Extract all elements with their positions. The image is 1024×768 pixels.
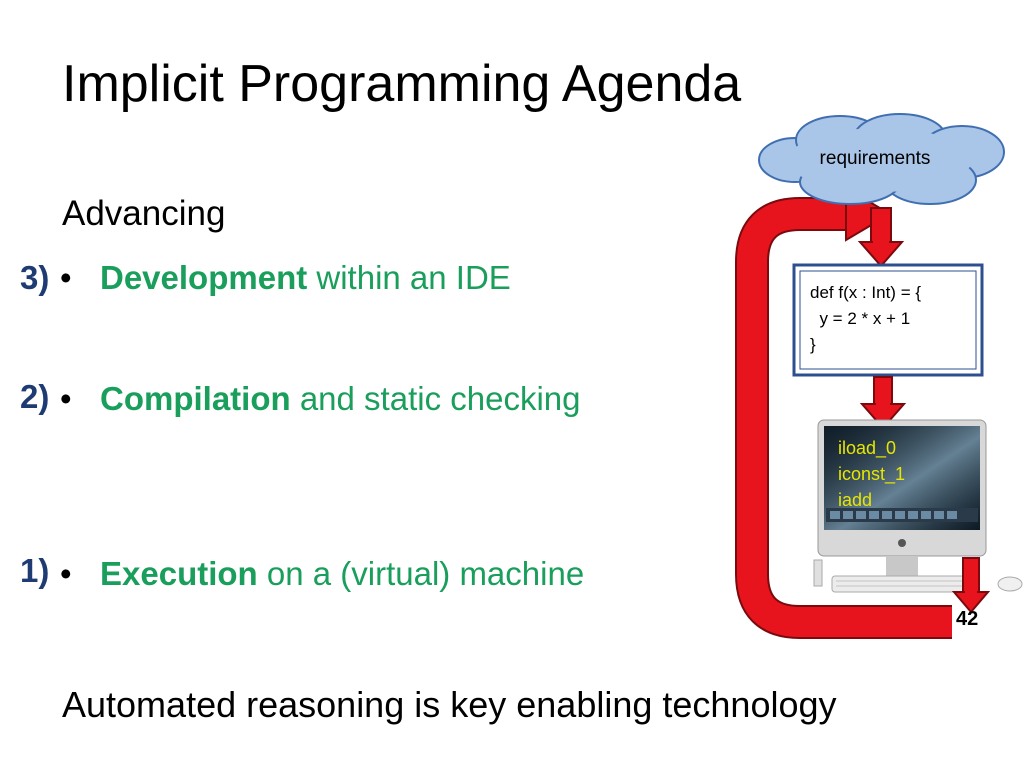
bullet-text: within an IDE [307, 259, 511, 296]
bytecode-line: iadd [838, 490, 873, 510]
bullet-text: on a (virtual) machine [257, 555, 585, 592]
requirements-label: requirements [819, 148, 931, 169]
bullet-keyword: Execution [100, 555, 258, 592]
footer-statement: Automated reasoning is key enabling tech… [62, 684, 837, 725]
subheading: Advancing [62, 194, 226, 233]
bytecode-line: iconst_1 [838, 464, 906, 484]
bullet-text: and static checking [290, 380, 581, 417]
down-arrow [951, 557, 991, 614]
bullet-keyword: Compilation [100, 380, 291, 417]
execution-result: 42 [956, 608, 979, 630]
code-box-frame [792, 263, 984, 377]
bullet-glyph: • [60, 259, 72, 296]
down-arrow [859, 376, 907, 430]
slide-title: Implicit Programming Agenda [62, 55, 742, 113]
bytecode-line: iload_0 [838, 438, 897, 458]
code-line: y = 2 * x + 1 [810, 309, 911, 328]
code-box: def f(x : Int) = { y = 2 * x + 1 } [794, 265, 972, 373]
bullet-development: • Development within an IDE [60, 256, 511, 300]
computer-monitor [817, 419, 987, 590]
code-line: def f(x : Int) = { [810, 283, 922, 302]
mouse [997, 576, 1023, 592]
bullet-glyph: • [60, 380, 72, 417]
code-line: } [810, 335, 816, 354]
step-number-3: 3) [20, 259, 50, 296]
bullet-compilation: • Compilation and static checking [60, 377, 581, 421]
bullet-glyph: • [60, 555, 72, 592]
bullet-keyword: Development [100, 259, 308, 296]
bullet-execution: • Execution on a (virtual) machine [60, 552, 584, 596]
step-number-1: 1) [20, 552, 50, 589]
down-arrow [857, 207, 905, 268]
step-number-2: 2) [20, 378, 50, 415]
keyboard [831, 575, 973, 593]
cloud-shape [758, 113, 1005, 205]
